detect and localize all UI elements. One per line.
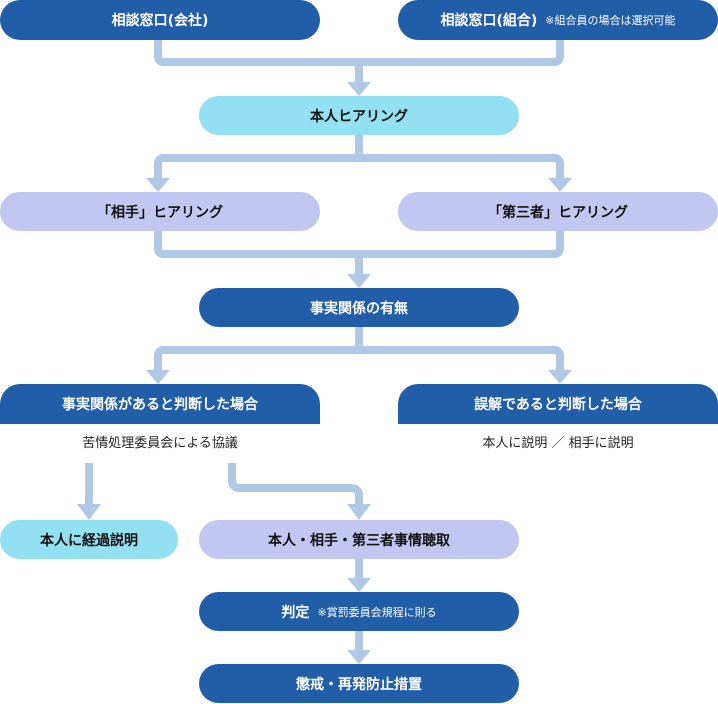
node-label: 本人ヒアリング <box>310 108 408 125</box>
arrow-to-fact-check <box>347 274 371 288</box>
node-partner-hearing: 「相手」ヒアリング <box>0 192 320 231</box>
arrow-to-discipline <box>347 650 371 664</box>
connector-self-hearing-split <box>154 135 564 180</box>
node-label: 誤解であると判断した場合 <box>474 397 642 413</box>
node-misunderstanding: 誤解であると判断した場合 <box>398 384 718 424</box>
connector-company <box>154 40 564 66</box>
node-note: ※賞罰委員会規程に則る <box>317 605 437 619</box>
node-label: 懲戒・再発防止措置 <box>296 676 422 693</box>
node-fact-exists: 事実関係があると判断した場合 <box>0 384 320 424</box>
misunderstanding-detail: 本人に説明 ／ 相手に説明 <box>482 436 634 451</box>
arrow-to-progress-explanation <box>77 504 101 520</box>
node-fact-check: 事実関係の有無 <box>199 288 519 327</box>
node-label: 「第三者」ヒアリング <box>488 204 628 221</box>
node-self-hearing: 本人ヒアリング <box>199 96 519 135</box>
node-progress-explanation: 本人に経過説明 <box>0 520 178 559</box>
node-consult-company: 相談窓口(会社) <box>0 0 320 40</box>
node-label: 相談窓口(組合) <box>440 13 538 29</box>
node-label: 事実関係があると判断した場合 <box>62 397 258 413</box>
arrow-to-interview <box>347 504 371 520</box>
node-discipline: 懲戒・再発防止措置 <box>199 664 519 703</box>
node-interview-all: 本人・相手・第三者事情聴取 <box>199 520 519 559</box>
node-label: 本人に経過説明 <box>40 532 138 549</box>
connector-hearings-merge <box>154 231 564 258</box>
node-third-party-hearing: 「第三者」ヒアリング <box>398 192 718 231</box>
node-judgment: 判定 ※賞罰委員会規程に則る <box>199 592 519 631</box>
connector-to-interview <box>228 463 363 506</box>
arrow-to-judgment <box>347 578 371 592</box>
connector-fact-check-split <box>154 327 564 372</box>
arrow-to-misunderstanding <box>548 370 572 384</box>
node-label: 「相手」ヒアリング <box>97 204 223 221</box>
arrow-to-fact-exists <box>146 370 170 384</box>
fact-exists-detail: 苦情処理委員会による協議 <box>82 436 238 451</box>
node-label: 判定 <box>281 604 310 621</box>
arrow-to-third-party-hearing <box>548 178 572 192</box>
node-label: 相談窓口(会社) <box>111 13 209 29</box>
arrow-to-partner-hearing <box>146 178 170 192</box>
node-consult-union: 相談窓口(組合) ※組合員の場合は選択可能 <box>398 0 718 40</box>
node-label: 事実関係の有無 <box>310 300 408 317</box>
node-note: ※組合員の場合は選択可能 <box>545 14 676 27</box>
node-label: 本人・相手・第三者事情聴取 <box>268 532 450 549</box>
arrow-to-self-hearing <box>347 82 371 96</box>
